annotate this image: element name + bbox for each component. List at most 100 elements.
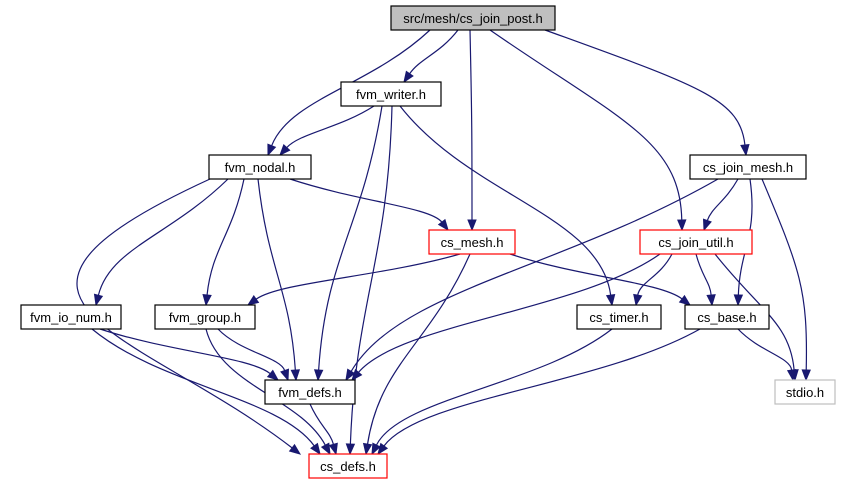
edge-line (255, 253, 461, 300)
nodes-layer: src/mesh/cs_join_post.h fvm_writer.h fvm_n… (20, 5, 836, 479)
edge-line (91, 328, 315, 447)
edge-arrowhead (786, 368, 797, 382)
edge-fvm_nodal-to-cs_mesh (289, 178, 449, 232)
edge-arrowhead (93, 293, 104, 307)
edge-arrowhead (605, 293, 616, 307)
node-box[interactable] (308, 453, 388, 479)
node-box[interactable] (639, 229, 753, 255)
node-cs-mesh[interactable]: cs_mesh.h (428, 229, 516, 255)
node-label: fvm_io_num.h (30, 310, 112, 325)
node-box[interactable] (684, 304, 770, 330)
node-box[interactable] (20, 304, 122, 330)
node-label: stdio.h (786, 385, 824, 400)
edge-root-to-fvm_nodal (267, 29, 431, 157)
node-box[interactable] (428, 229, 516, 255)
node-box[interactable] (689, 154, 807, 180)
node-fvm-group[interactable]: fvm_group.h (154, 304, 256, 330)
edge-arrowhead (678, 294, 692, 306)
node-root[interactable]: src/mesh/cs_join_post.h (390, 5, 556, 31)
edge-arrowhead (740, 144, 750, 157)
edge-line (544, 29, 746, 146)
node-label: cs_mesh.h (441, 235, 504, 250)
edge-cs_timer-to-cs_defs (371, 328, 613, 456)
edge-fvm_writer-to-cs_timer (399, 105, 616, 307)
edge-arrowhead (313, 369, 324, 382)
edge-root-to-cs_join_util (489, 29, 687, 232)
edge-line (271, 29, 431, 146)
edge-arrowhead (371, 442, 381, 456)
edge-arrowhead (246, 295, 260, 306)
node-label: cs_timer.h (589, 310, 648, 325)
edge-arrowhead (677, 219, 687, 232)
edge-cs_join_mesh-to-fvm_defs (345, 178, 719, 382)
edge-fvm_defs-to-cs_defs (309, 403, 338, 456)
edge-line (366, 253, 471, 445)
edge-arrowhead (437, 218, 449, 232)
node-box[interactable] (390, 5, 556, 31)
node-label: fvm_writer.h (356, 87, 426, 102)
node-box[interactable] (264, 379, 356, 405)
edge-line (469, 29, 473, 221)
node-box[interactable] (340, 81, 442, 107)
node-fvm-nodal[interactable]: fvm_nodal.h (208, 154, 312, 180)
node-cs-join-mesh[interactable]: cs_join_mesh.h (689, 154, 807, 180)
edge-line (205, 328, 326, 446)
edge-fvm_nodal-to-fvm_group (202, 178, 245, 307)
edge-line (737, 328, 793, 371)
node-box[interactable] (576, 304, 662, 330)
node-fvm-io-num[interactable]: fvm_io_num.h (20, 304, 122, 330)
edge-fvm_nodal-to-fvm_defs (257, 178, 301, 382)
edge-cs_mesh-to-cs_defs (362, 253, 471, 456)
edge-root-to-fvm_writer (403, 29, 459, 84)
node-cs-base[interactable]: cs_base.h (684, 304, 770, 330)
edge-arrowhead (377, 442, 389, 456)
edge-line (97, 178, 229, 296)
edge-fvm_group-to-cs_defs (205, 328, 331, 456)
edge-line (217, 328, 286, 371)
edge-line (383, 328, 701, 447)
edge-fvm_writer-to-fvm_nodal (279, 105, 375, 156)
edge-cs_join_mesh-to-cs_join_util (702, 178, 739, 232)
node-fvm-writer[interactable]: fvm_writer.h (340, 81, 442, 107)
edge-arrowhead (733, 294, 744, 307)
edge-arrowhead (288, 443, 302, 455)
node-label: src/mesh/cs_join_post.h (403, 11, 542, 26)
edge-cs_join_mesh-to-stdio (761, 178, 811, 382)
edge-line (761, 178, 808, 371)
node-box[interactable] (208, 154, 312, 180)
edge-line (206, 178, 245, 296)
edge-line (309, 403, 335, 445)
edge-line (509, 253, 683, 300)
node-label: cs_base.h (697, 310, 756, 325)
edge-arrowhead (280, 368, 290, 382)
edge-line (318, 105, 383, 371)
edge-arrowhead (279, 144, 291, 156)
node-label: cs_defs.h (320, 459, 376, 474)
node-box[interactable] (154, 304, 256, 330)
edge-arrowhead (320, 442, 331, 456)
node-box[interactable] (774, 379, 836, 405)
edge-root-to-cs_join_mesh (544, 29, 750, 157)
edge-line (99, 328, 271, 375)
node-cs-timer[interactable]: cs_timer.h (576, 304, 662, 330)
edge-arrowhead (702, 218, 712, 232)
edge-line (375, 328, 613, 446)
edge-cs_join_util-to-cs_timer (633, 253, 673, 307)
edge-line (257, 178, 296, 371)
edge-arrowhead (345, 368, 356, 382)
node-cs-defs[interactable]: cs_defs.h (308, 453, 388, 479)
edge-arrowhead (362, 442, 373, 456)
node-label: fvm_nodal.h (225, 160, 296, 175)
edge-line (714, 253, 795, 371)
node-label: cs_join_util.h (658, 235, 733, 250)
node-fvm-defs[interactable]: fvm_defs.h (264, 379, 356, 405)
edge-arrowhead (202, 294, 212, 307)
node-cs-join-util[interactable]: cs_join_util.h (639, 229, 753, 255)
edge-line (409, 29, 459, 75)
edge-arrowhead (633, 293, 643, 307)
node-stdio[interactable]: stdio.h (774, 379, 836, 405)
edge-arrowhead (801, 369, 811, 382)
edge-line (358, 253, 661, 373)
edge-line (399, 105, 612, 296)
edge-arrowhead (706, 294, 716, 307)
